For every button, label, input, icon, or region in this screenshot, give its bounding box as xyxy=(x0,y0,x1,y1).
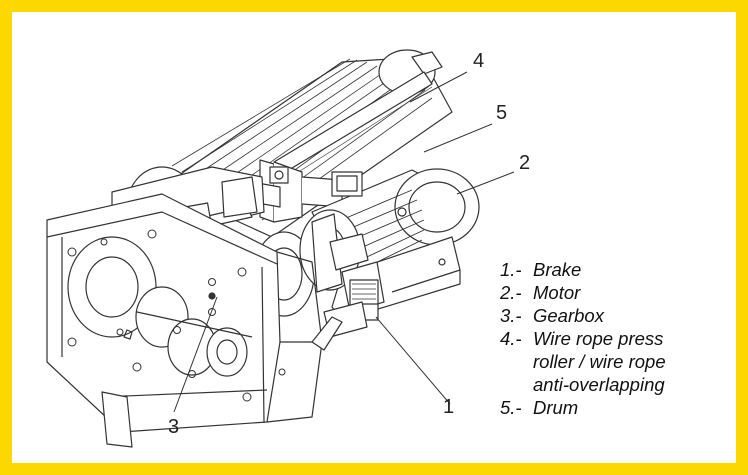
gearbox xyxy=(46,166,323,433)
legend-text: Drum xyxy=(533,397,579,418)
legend-number: 4.- xyxy=(500,328,522,349)
callout-1: 1 xyxy=(443,396,455,418)
legend-number: 1.- xyxy=(500,259,522,280)
callout-4: 4 xyxy=(473,50,485,72)
legend-item: 2.- Motor xyxy=(500,281,666,304)
legend-text: Gearbox xyxy=(533,305,604,326)
callout-2: 2 xyxy=(519,152,531,174)
legend-number: 5.- xyxy=(500,397,522,418)
leader-lines xyxy=(173,71,515,413)
diagram-frame: 4 5 2 3 1 1.- Brake 2.- Motor 3.- Gearbo… xyxy=(12,12,736,463)
legend-item: 1.- Brake xyxy=(500,258,666,281)
legend-number: 2.- xyxy=(500,282,522,303)
legend-text: Wire rope press roller / wire rope anti-… xyxy=(533,328,666,395)
legend-item: 3.- Gearbox xyxy=(500,304,666,327)
callout-3: 3 xyxy=(168,416,180,438)
callout-5: 5 xyxy=(496,102,508,124)
base-frame xyxy=(101,316,343,448)
legend-text: Motor xyxy=(533,282,581,303)
legend-text: Brake xyxy=(533,259,582,280)
legend-number: 3.- xyxy=(500,305,522,326)
legend-item: 5.- Drum xyxy=(500,396,666,419)
legend-item: 4.- Wire rope press roller / wire rope a… xyxy=(500,327,666,396)
legend: 1.- Brake 2.- Motor 3.- Gearbox 4.- Wire… xyxy=(500,258,666,419)
winch-drawing xyxy=(46,49,515,448)
